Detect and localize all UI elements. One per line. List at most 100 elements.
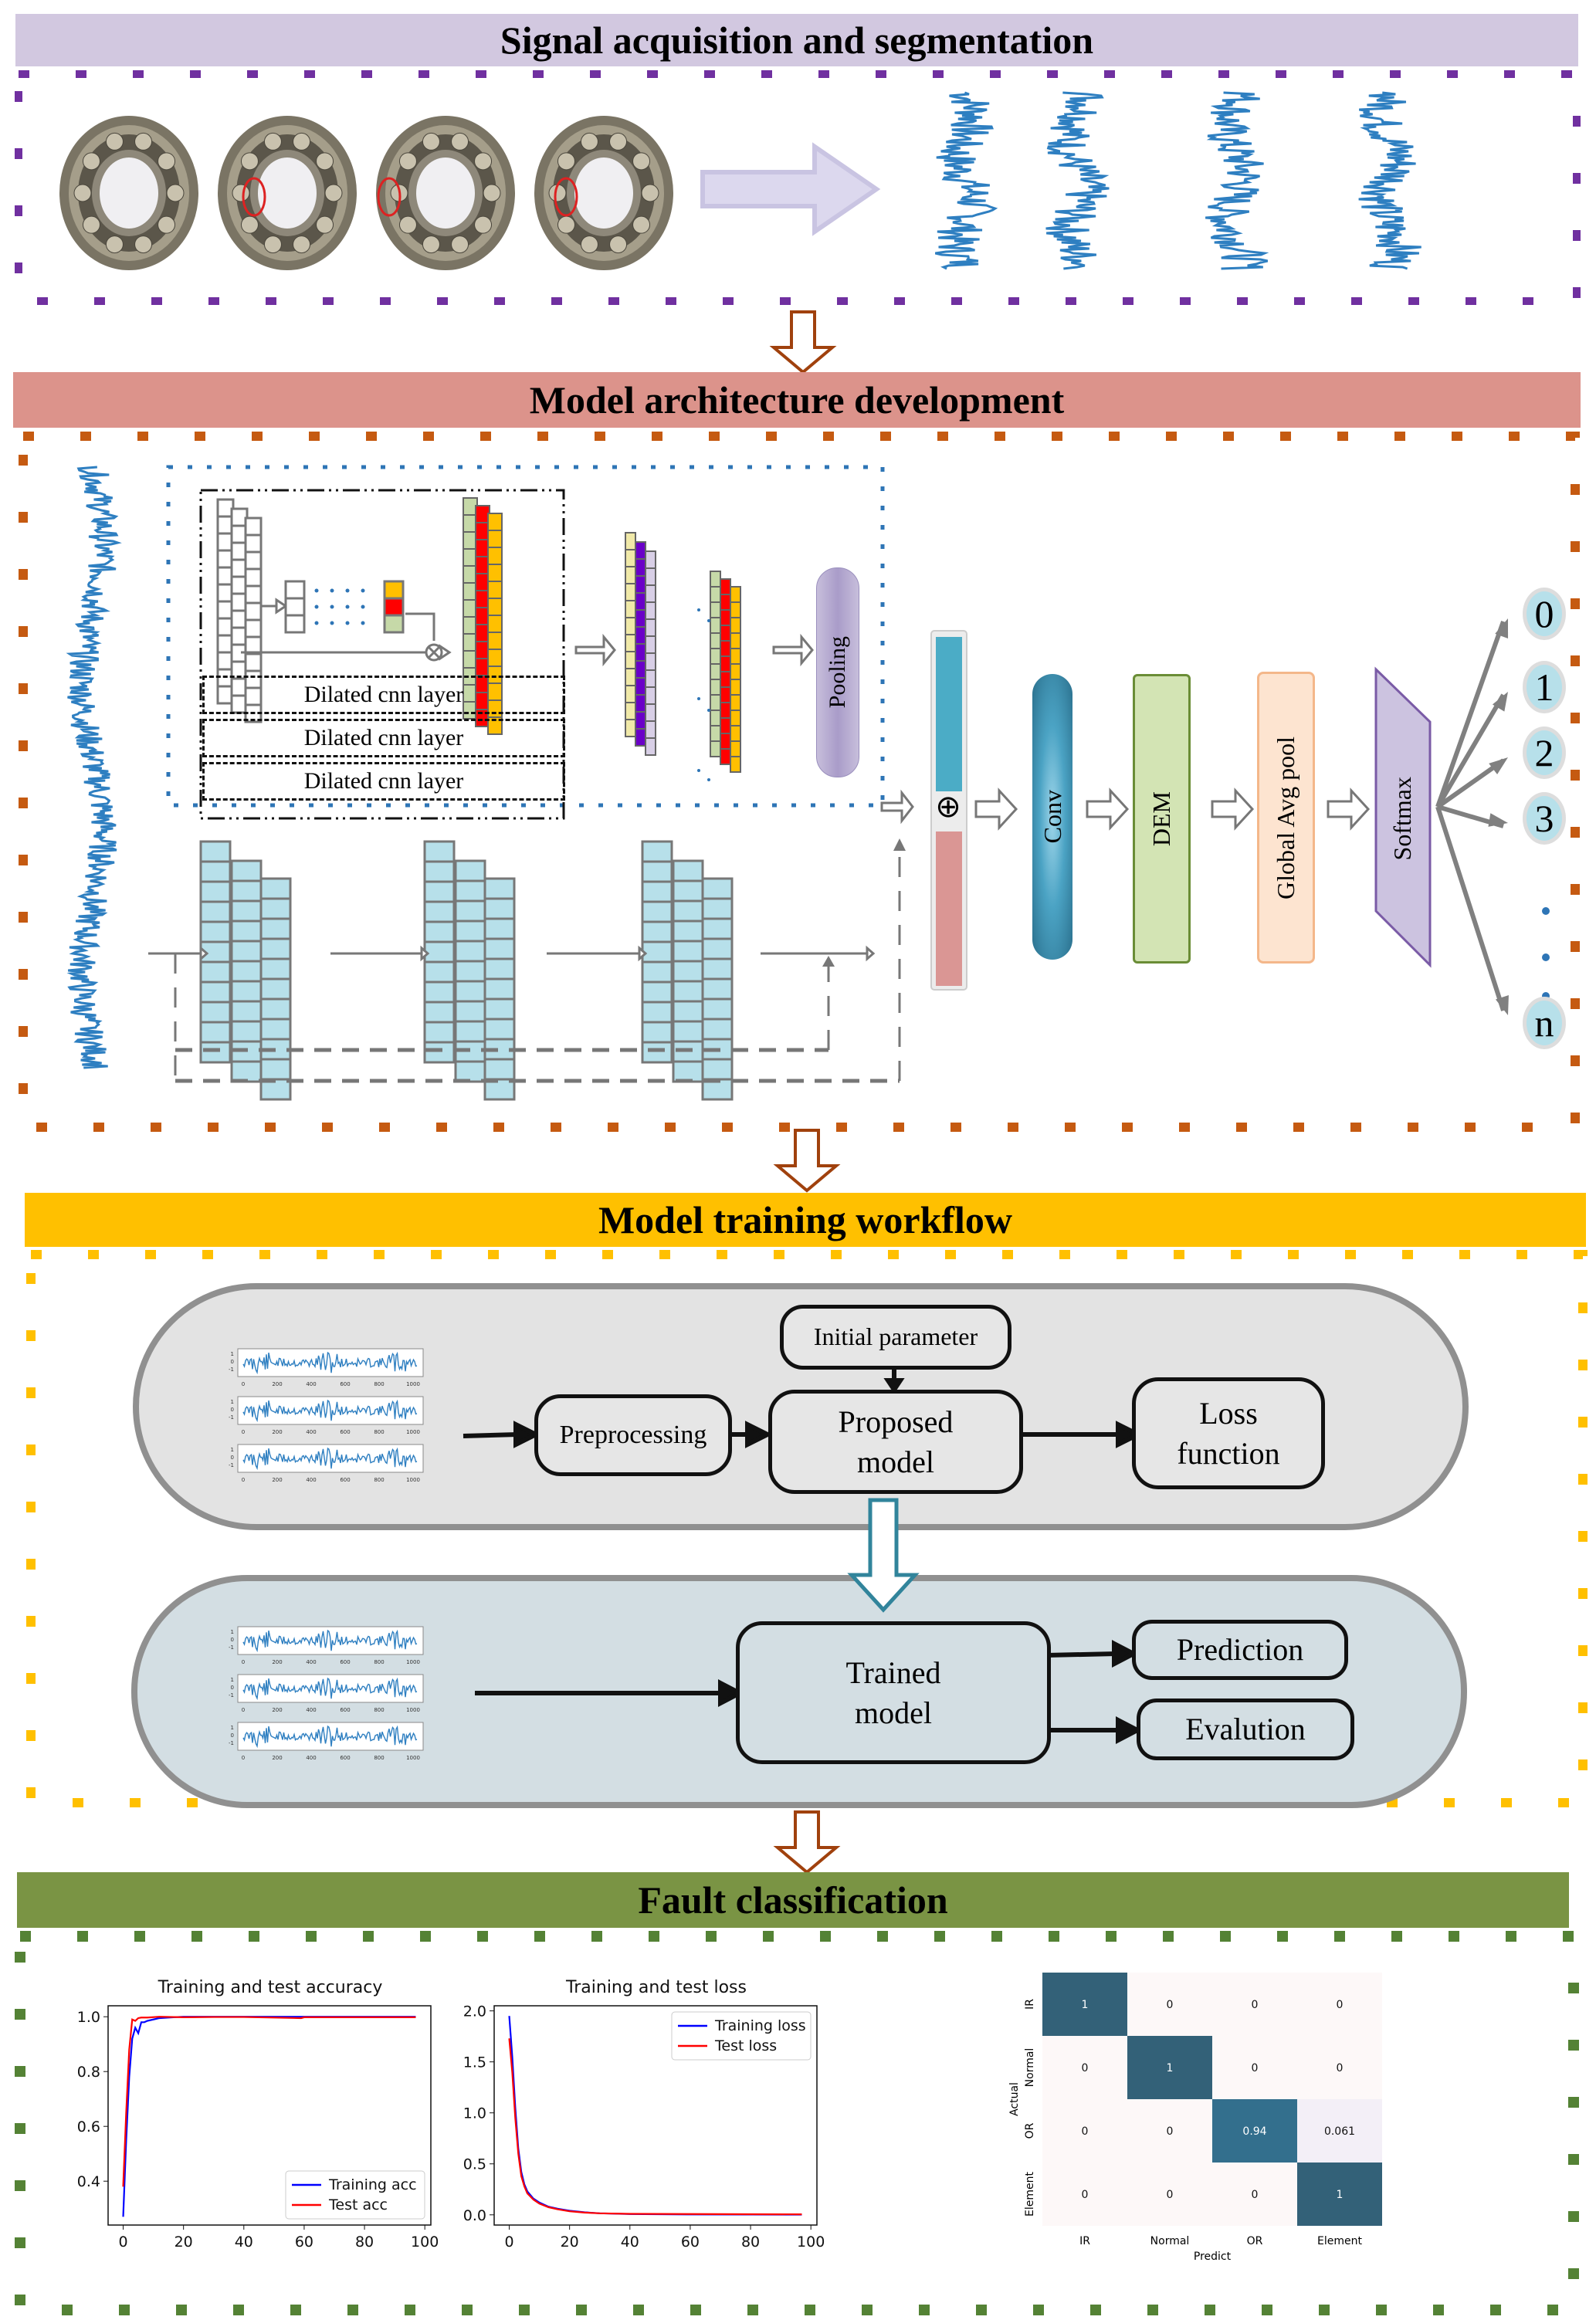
x-tick-label: 20 xyxy=(561,2234,579,2251)
svg-text:1000: 1000 xyxy=(406,1707,420,1713)
svg-text:800: 800 xyxy=(374,1707,384,1713)
svg-text:-1: -1 xyxy=(229,1740,234,1746)
cm-cell xyxy=(1297,2099,1382,2163)
svg-text:0: 0 xyxy=(231,1685,234,1691)
cm-cell xyxy=(1212,1973,1297,2036)
cm-cell-value: 0 xyxy=(1167,2189,1174,2201)
ball-fault-bearing-image xyxy=(534,116,673,270)
down-arrow-icon xyxy=(769,310,837,374)
cm-cell-value: 0 xyxy=(1252,2189,1259,2201)
inner-race-fault-bearing-image xyxy=(218,116,357,270)
softmax-block xyxy=(1374,666,1432,968)
initial-parameter-label: Initial parameter xyxy=(813,1323,978,1351)
svg-text:1000: 1000 xyxy=(406,1477,420,1483)
cm-cell-value: 0 xyxy=(1082,2189,1089,2201)
x-tick-label: 60 xyxy=(681,2234,700,2251)
y-tick-label: 1.0 xyxy=(77,2009,100,2026)
svg-text:400: 400 xyxy=(306,1659,316,1665)
signal-segment xyxy=(1045,91,1110,270)
dilated-cnn-layer: Dilated cnn layer xyxy=(202,676,565,714)
prediction-node: Prediction xyxy=(1132,1620,1348,1680)
y-tick-label: 0.4 xyxy=(77,2173,100,2190)
section-title-architecture: Model architecture development xyxy=(529,378,1065,422)
down-arrow-icon xyxy=(773,1129,841,1193)
cm-cell xyxy=(1127,2036,1212,2099)
cm-cell-value: 0 xyxy=(1337,1999,1344,2011)
svg-text:1: 1 xyxy=(231,1399,234,1405)
section-header-architecture: Model architecture development xyxy=(13,372,1581,428)
svg-text:600: 600 xyxy=(340,1477,350,1483)
section-title-acquisition: Signal acquisition and segmentation xyxy=(500,19,1094,62)
svg-text:1: 1 xyxy=(231,1677,234,1683)
signal-segment xyxy=(934,91,998,270)
svg-text:200: 200 xyxy=(272,1429,282,1435)
output-class-2: 2 xyxy=(1523,726,1566,779)
svg-text:800: 800 xyxy=(374,1659,384,1665)
cm-cell-value: 0 xyxy=(1167,2125,1174,2138)
cm-cell-value: 0 xyxy=(1337,2062,1344,2074)
svg-text:1000: 1000 xyxy=(406,1429,420,1435)
output-class-1: 1 xyxy=(1523,661,1566,713)
legend-label: Training loss xyxy=(714,2017,806,2034)
ellipsis-dot xyxy=(1542,953,1550,961)
cm-cell xyxy=(1212,2163,1297,2226)
dilated-cnn-layer: Dilated cnn layer xyxy=(202,719,565,757)
x-tick-label: 100 xyxy=(797,2234,825,2251)
section-header-acquisition: Signal acquisition and segmentation xyxy=(15,14,1578,66)
legend-label: Test loss xyxy=(714,2037,777,2054)
svg-text:1000: 1000 xyxy=(406,1755,420,1761)
y-category-label: IR xyxy=(1024,1999,1036,2010)
x-tick-label: 80 xyxy=(741,2234,760,2251)
svg-text:1: 1 xyxy=(231,1447,234,1453)
svg-text:0: 0 xyxy=(231,1637,234,1643)
output-arrow xyxy=(1435,620,1506,808)
y-tick-label: 0.5 xyxy=(463,2156,486,2173)
svg-text:800: 800 xyxy=(374,1429,384,1435)
x-tick-label: 60 xyxy=(295,2234,313,2251)
cm-cell-value: 1 xyxy=(1337,2189,1344,2201)
cm-cell-value: 0 xyxy=(1082,2125,1089,2138)
svg-text:400: 400 xyxy=(306,1755,316,1761)
conv-block: Conv xyxy=(1032,674,1072,960)
concat-block xyxy=(880,630,967,991)
dilated-cnn-layer-label: Dilated cnn layer xyxy=(303,682,464,707)
cm-cell xyxy=(1042,2099,1127,2163)
cm-cell xyxy=(1297,2163,1382,2226)
section-header-training: Model training workflow xyxy=(25,1193,1586,1247)
residual-branch xyxy=(148,838,906,1101)
input-signal xyxy=(66,466,122,1069)
output-class-n: n xyxy=(1523,997,1566,1049)
legend-box xyxy=(285,2170,425,2220)
svg-text:400: 400 xyxy=(306,1477,316,1483)
output-arrow xyxy=(1435,806,1506,1011)
dilated-cnn-detail xyxy=(199,489,565,820)
arrowhead xyxy=(1495,995,1509,1015)
y-tick-label: 2.0 xyxy=(463,2003,486,2020)
pooling-block: Pooling xyxy=(816,567,859,777)
add-operator: ⊕ xyxy=(935,789,961,825)
arrowhead xyxy=(1492,692,1508,712)
evaluation-label: Evalution xyxy=(1185,1712,1306,1746)
outer-race-fault-bearing-image xyxy=(376,116,515,270)
prediction-label: Prediction xyxy=(1176,1632,1304,1667)
y-tick-label: 0.0 xyxy=(463,2207,486,2224)
y-category-label: OR xyxy=(1024,2122,1036,2139)
cm-cell xyxy=(1127,2163,1212,2226)
loss-function-label: Loss function xyxy=(1177,1395,1280,1471)
y-axis-label: Actual xyxy=(1008,2082,1021,2116)
y-category-label: Normal xyxy=(1024,2048,1036,2088)
svg-text:0: 0 xyxy=(242,1429,245,1435)
evaluation-node: Evalution xyxy=(1137,1699,1354,1760)
svg-text:0: 0 xyxy=(231,1732,234,1739)
signal-segment xyxy=(1205,91,1269,270)
cm-cell xyxy=(1297,2036,1382,2099)
dilated-cnn-layer-label: Dilated cnn layer xyxy=(303,768,464,794)
legend-label: Training acc xyxy=(328,2176,417,2193)
trained-model-node: Trained model xyxy=(736,1621,1051,1764)
preprocessing-label: Preprocessing xyxy=(559,1420,707,1449)
x-tick-label: 80 xyxy=(355,2234,374,2251)
proposed-model-label: Proposed model xyxy=(838,1404,954,1479)
proposed-model-node: Proposed model xyxy=(768,1390,1023,1494)
